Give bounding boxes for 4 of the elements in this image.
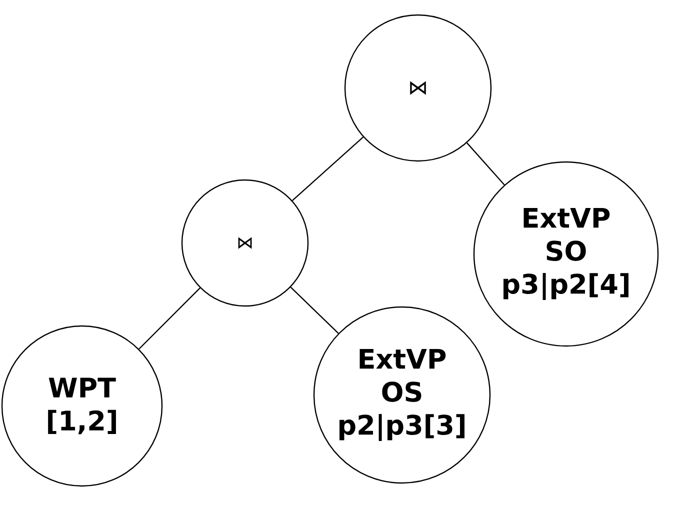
- edge-line: [138, 288, 200, 350]
- edge-line: [292, 136, 364, 201]
- edge-line: [290, 286, 339, 334]
- edge-line: [466, 142, 505, 186]
